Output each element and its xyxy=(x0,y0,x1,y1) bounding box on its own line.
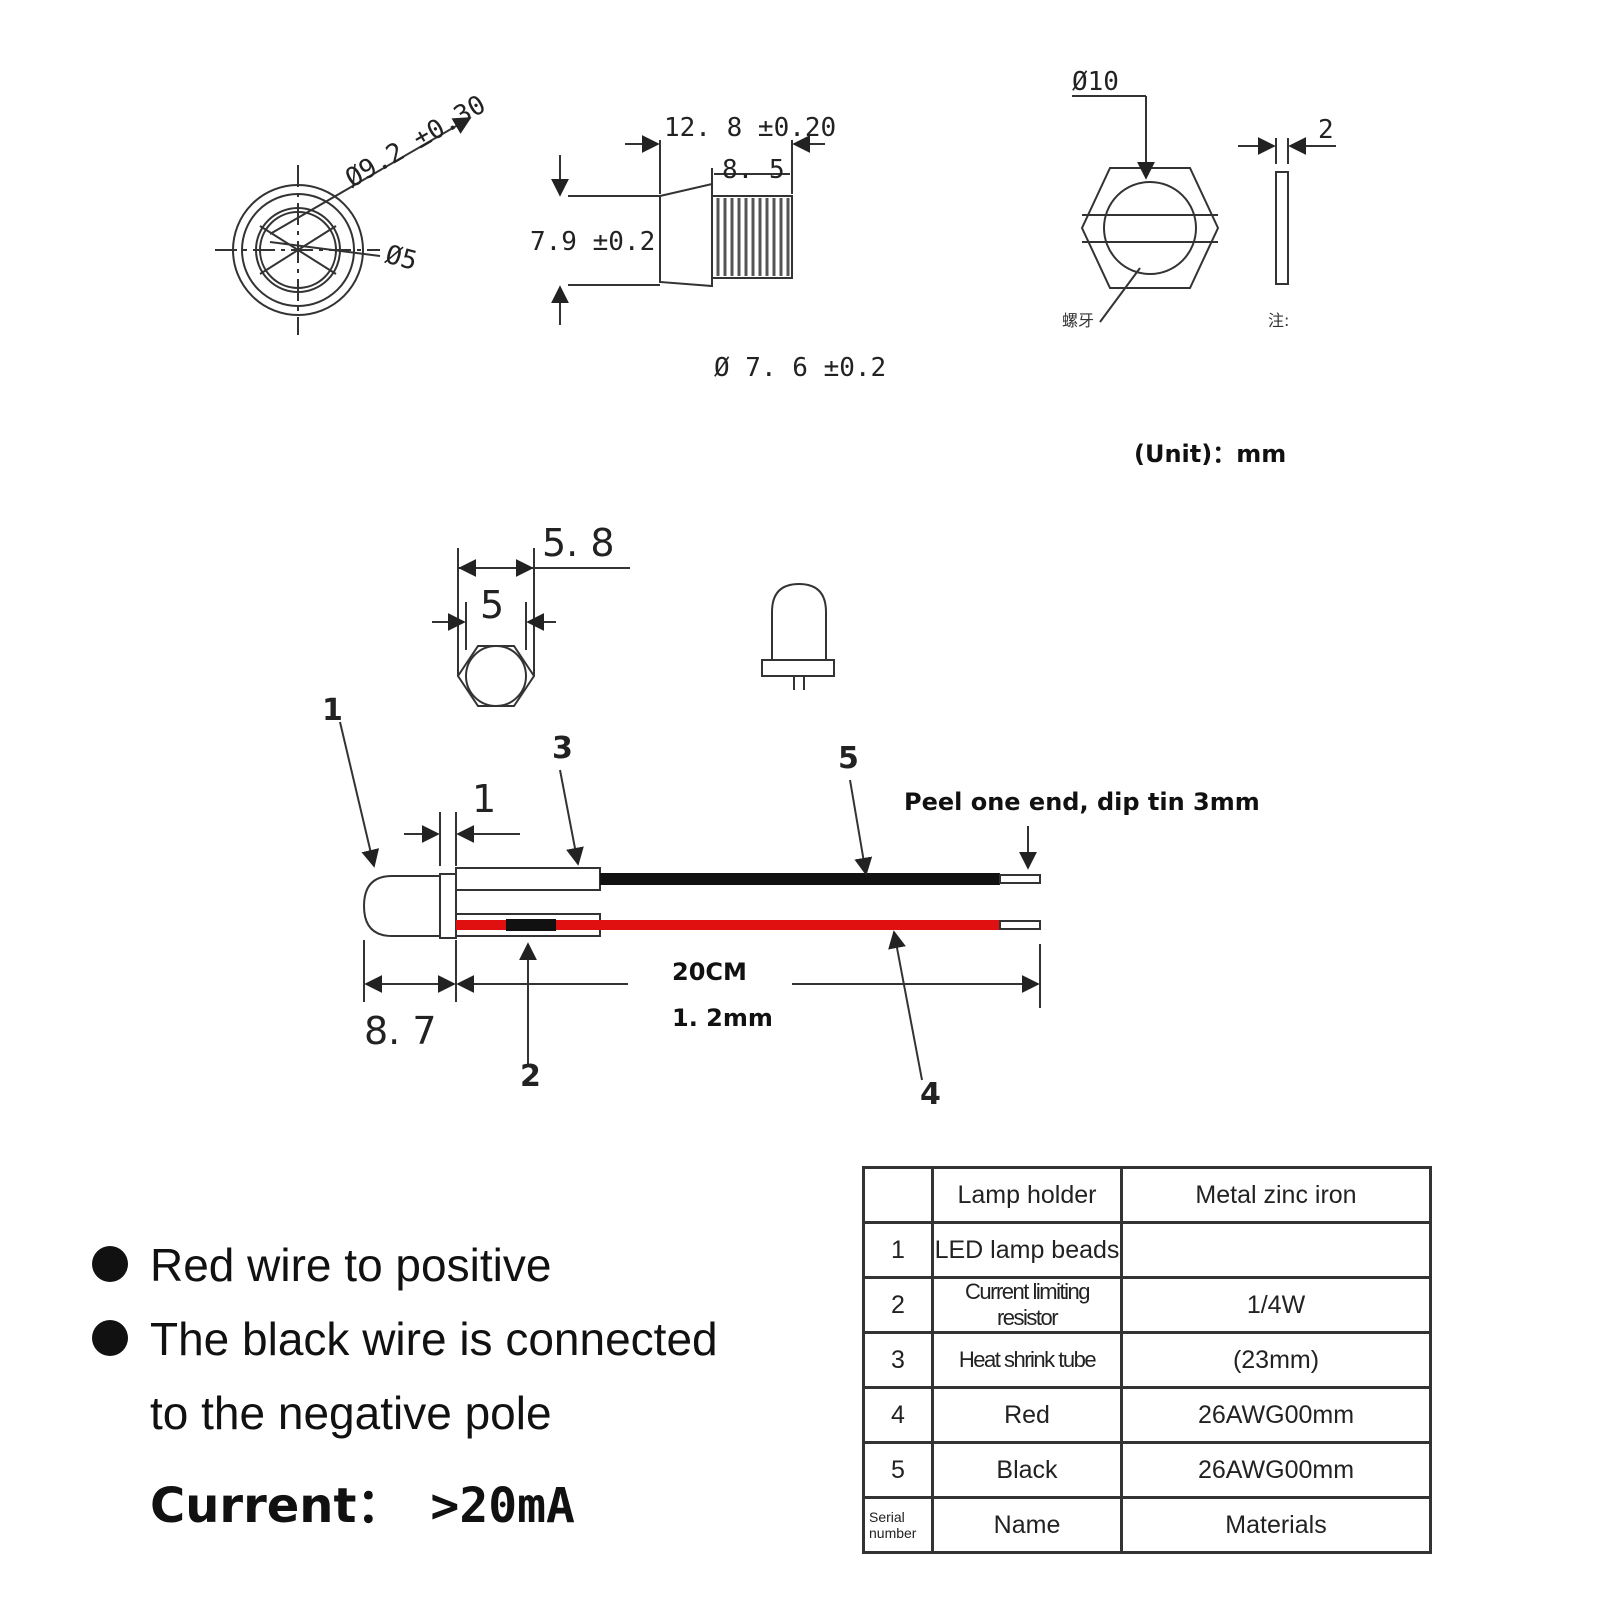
material-cell: 26AWG00mm xyxy=(1120,1441,1432,1499)
thread-length-label: 8. 5 xyxy=(722,155,785,185)
serial-cell: 4 xyxy=(862,1386,934,1444)
thread-diameter-label: Ø 7. 6 ±0.2 xyxy=(714,353,886,383)
table-row: 1 LED lamp beads xyxy=(862,1221,1432,1279)
bullet-icon xyxy=(92,1246,128,1282)
material-cell: 26AWG00mm xyxy=(1120,1386,1432,1444)
callout-3: 3 xyxy=(552,731,573,766)
serial-cell xyxy=(862,1166,934,1224)
flange-width-label: 5. 8 xyxy=(542,521,615,565)
note-red-text: Red wire to positive xyxy=(150,1239,552,1291)
nut-diameter-label: Ø10 xyxy=(1072,67,1119,97)
lens-length-label: 8. 7 xyxy=(364,1009,437,1053)
note-black-text-1: The black wire is connected xyxy=(150,1313,718,1365)
total-length-label: 12. 8 ±0.20 xyxy=(664,113,836,143)
callout-4: 4 xyxy=(920,1077,941,1112)
unit-label: (Unit)：mm xyxy=(1134,440,1286,468)
name-header: Name xyxy=(931,1496,1123,1554)
material-header: Materials xyxy=(1120,1496,1432,1554)
wiring-notes: Red wire to positive The black wire is c… xyxy=(92,1228,732,1450)
serial-header: Serial number xyxy=(862,1496,934,1554)
current-spec: Current： >20mA xyxy=(150,1466,575,1536)
name-cell: Black xyxy=(931,1441,1123,1499)
material-cell: (23mm) xyxy=(1120,1331,1432,1389)
body-width-label: 5 xyxy=(480,583,504,627)
nut-note-label: 注: xyxy=(1268,311,1289,330)
callout-5: 5 xyxy=(838,741,859,776)
thread-note-label: 螺牙 xyxy=(1062,311,1094,330)
callout-1: 1 xyxy=(322,693,343,728)
name-cell: Heat shrink tube xyxy=(931,1331,1123,1389)
serial-cell: 2 xyxy=(862,1276,934,1334)
side-view xyxy=(551,135,825,325)
tin-note-label: Peel one end, dip tin 3mm xyxy=(904,788,1260,816)
current-label: Current： xyxy=(150,1478,405,1534)
table-row: 3 Heat shrink tube (23mm) xyxy=(862,1331,1432,1389)
table-row: 5 Black 26AWG00mm xyxy=(862,1441,1432,1499)
resistor xyxy=(506,919,556,931)
led-bulb-icon xyxy=(761,582,835,690)
material-cell: 1/4W xyxy=(1120,1276,1432,1334)
black-wire-tip xyxy=(999,874,1041,884)
serial-cell: 5 xyxy=(862,1441,934,1499)
led-head-view xyxy=(432,548,630,707)
name-cell: LED lamp beads xyxy=(931,1221,1123,1279)
name-cell: Current limiting resistor xyxy=(931,1276,1123,1334)
inner-diameter-label: Ø5 xyxy=(382,240,420,277)
serial-cell: 3 xyxy=(862,1331,934,1389)
height-label: 7.9 ±0.2 xyxy=(530,227,655,257)
outer-diameter-label: Ø9.2 ±0.30 xyxy=(341,90,492,194)
callout-2: 2 xyxy=(520,1059,541,1094)
red-wire-tip xyxy=(999,920,1041,930)
top-view xyxy=(215,117,472,335)
wire-length-label: 20CM xyxy=(672,958,747,986)
assembly-view xyxy=(339,721,1041,1081)
note-black-wire: The black wire is connected to the negat… xyxy=(92,1302,732,1450)
current-value: >20mA xyxy=(430,1478,575,1534)
flange-thickness-label: 1 xyxy=(472,777,496,821)
table-row: Lamp holder Metal zinc iron xyxy=(862,1166,1432,1224)
name-cell: Red xyxy=(931,1386,1123,1444)
serial-cell: 1 xyxy=(862,1221,934,1279)
table-row: 2 Current limiting resistor 1/4W xyxy=(862,1276,1432,1334)
note-red-wire: Red wire to positive xyxy=(92,1228,732,1302)
nut-view xyxy=(1072,95,1336,323)
table-header-row: Serial number Name Materials xyxy=(862,1496,1432,1554)
bullet-icon xyxy=(92,1320,128,1356)
table-row: 4 Red 26AWG00mm xyxy=(862,1386,1432,1444)
name-cell: Lamp holder xyxy=(931,1166,1123,1224)
nut-thickness-label: 2 xyxy=(1318,115,1334,145)
material-cell xyxy=(1120,1221,1432,1279)
wire-dim-label: 1. 2mm xyxy=(672,1004,773,1032)
material-cell: Metal zinc iron xyxy=(1120,1166,1432,1224)
thread-hatching xyxy=(716,198,790,276)
spec-table: Lamp holder Metal zinc iron 1 LED lamp b… xyxy=(862,1166,1432,1554)
note-black-text-2: to the negative pole xyxy=(150,1387,552,1439)
